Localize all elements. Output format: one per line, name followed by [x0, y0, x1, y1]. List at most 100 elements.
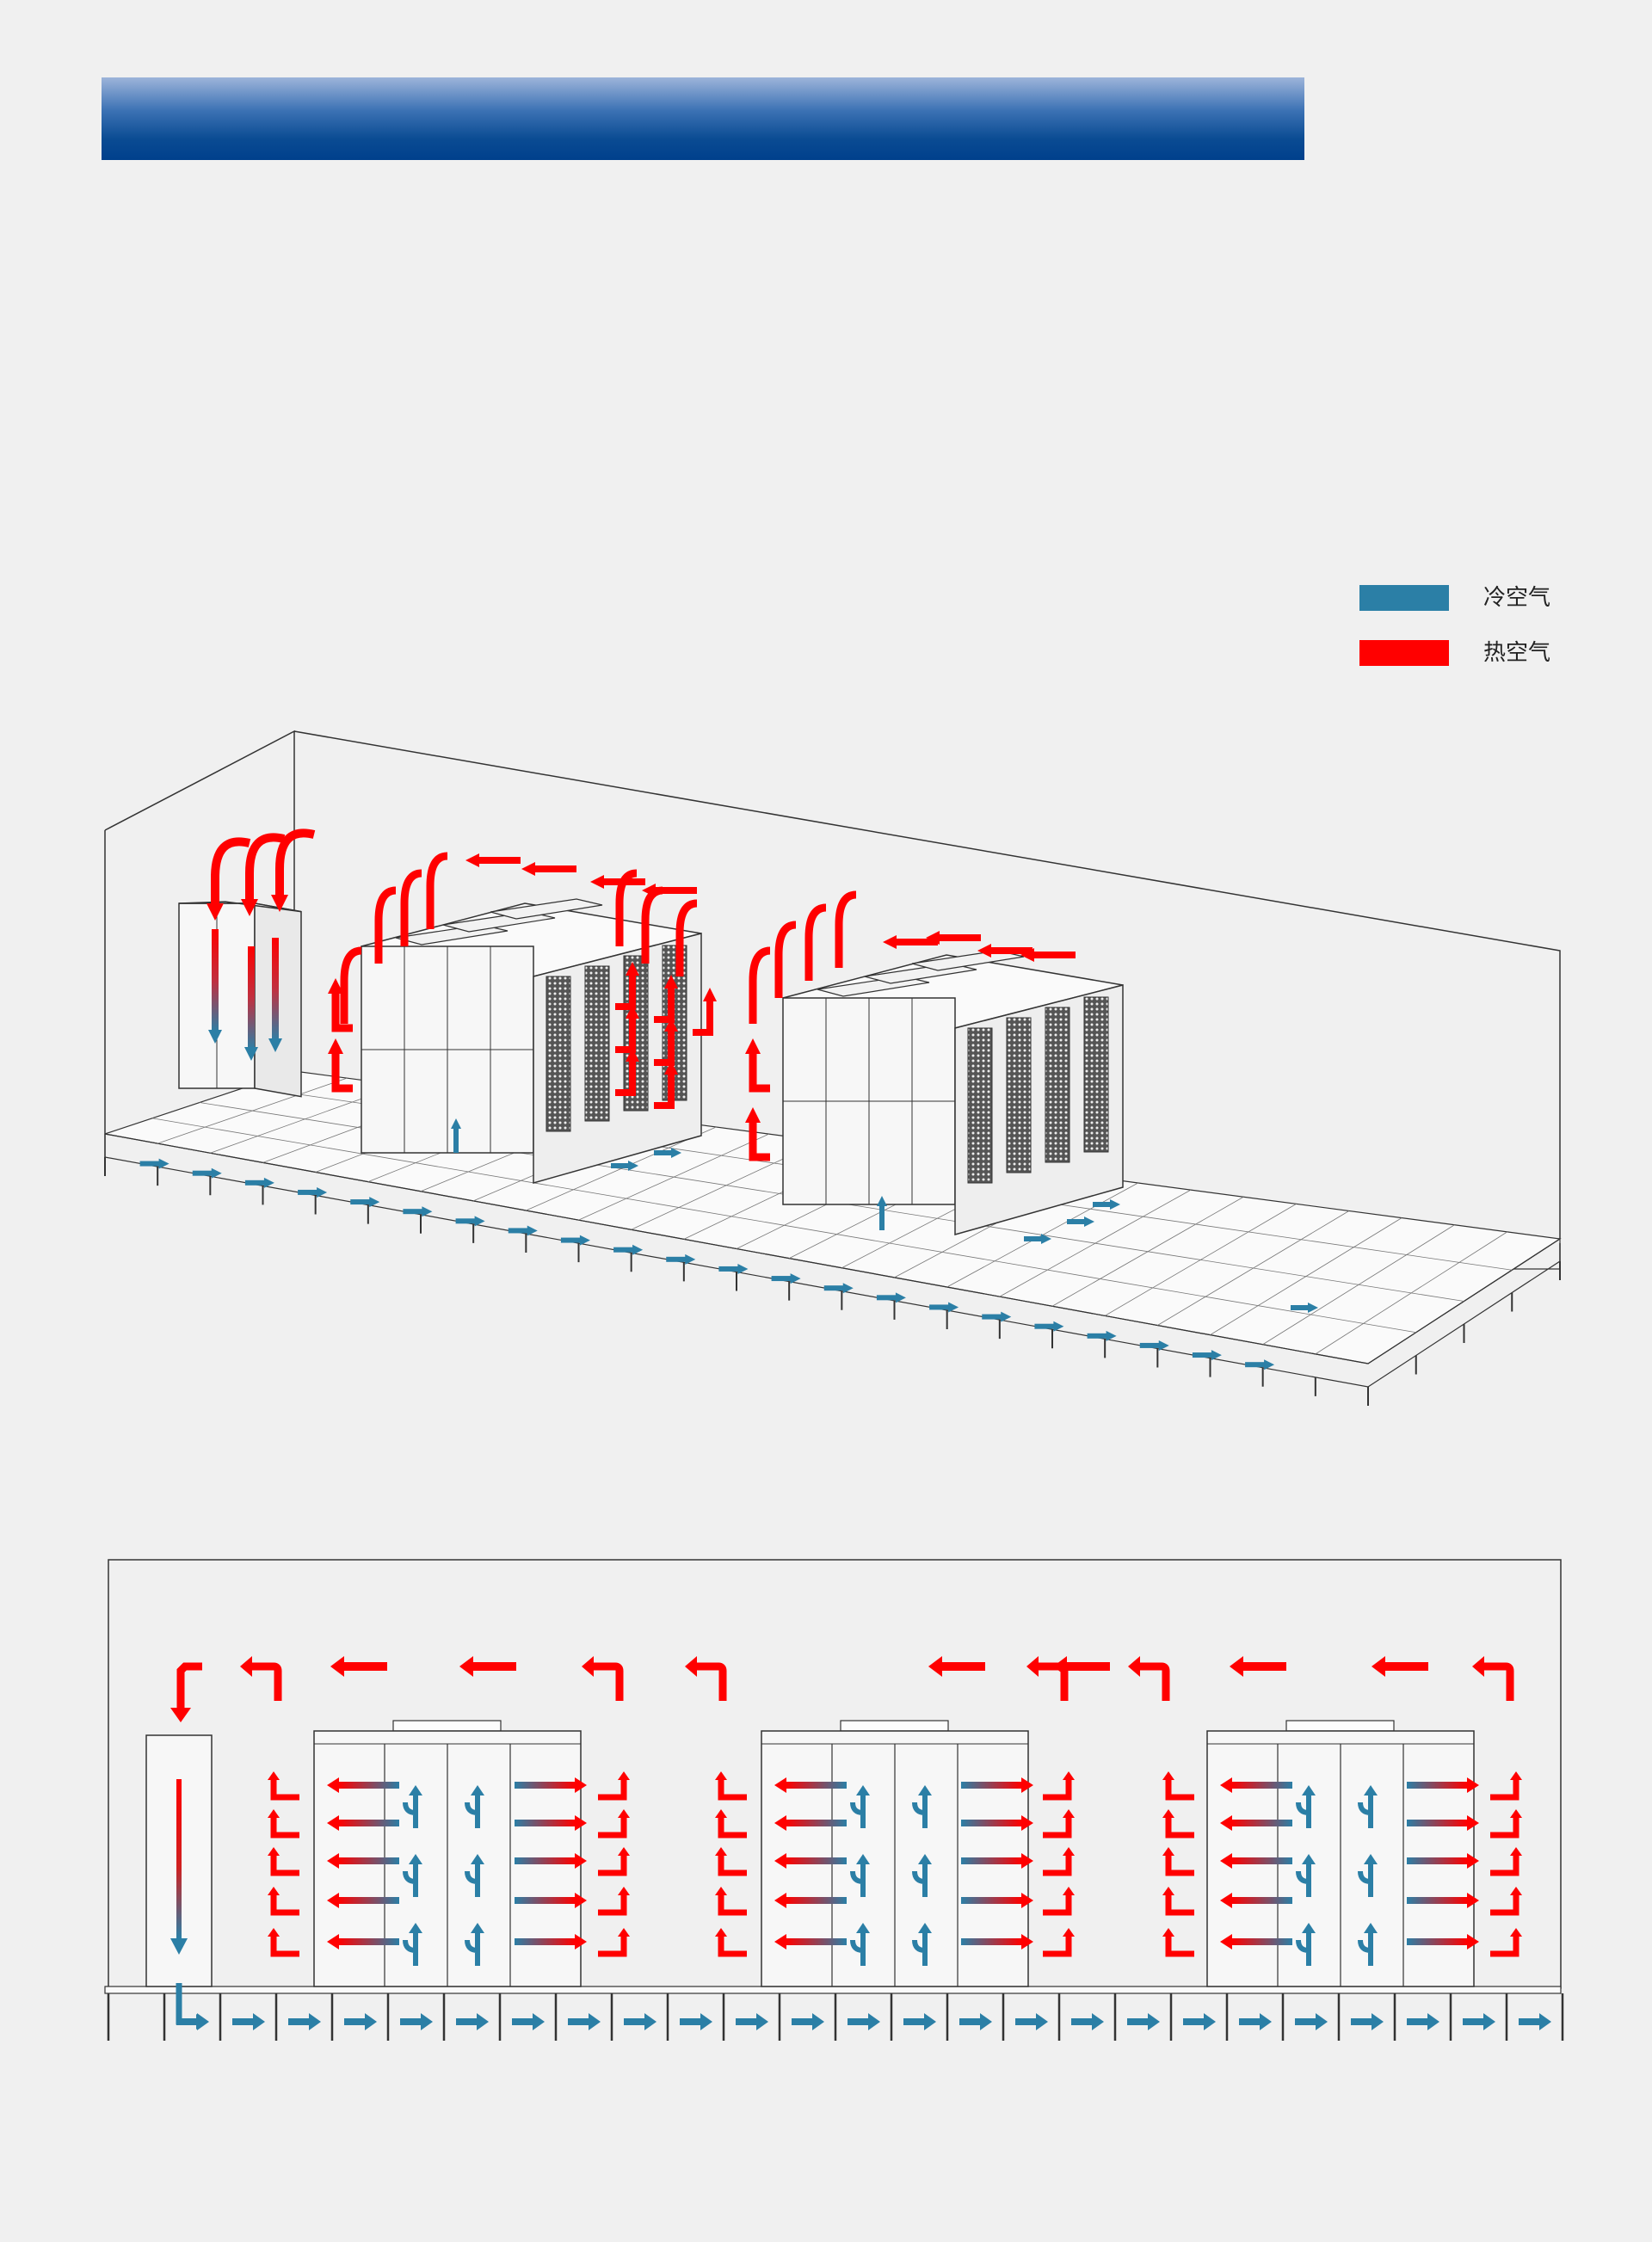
airflow-arrow [403, 1794, 418, 1828]
arrow-head [1211, 1350, 1222, 1361]
arrow-head [327, 1853, 339, 1869]
arrow-head [1162, 1809, 1174, 1818]
airflow-arrow [1232, 1820, 1292, 1826]
airflow-arrow [1043, 1854, 1072, 1876]
arrow-head [980, 2013, 992, 2030]
arrow-head [1220, 1934, 1232, 1949]
airflow-arrow [1358, 1931, 1373, 1966]
arrow-head [632, 1244, 644, 1255]
arrow-head [197, 2013, 209, 2030]
arrow-head [1020, 948, 1034, 962]
arrow-head [774, 1815, 786, 1831]
airflow-arrow [176, 1779, 182, 1938]
arrow-head [328, 1038, 343, 1054]
arrow-head [409, 1785, 422, 1795]
arrow-head [1510, 1809, 1522, 1818]
arrow-head [1510, 1771, 1522, 1780]
arrow-head [1148, 2013, 1160, 2030]
arrow-head [271, 895, 288, 912]
airflow-arrow [403, 1931, 418, 1966]
airflow-arrow [456, 2018, 477, 2025]
arrow-head [1021, 1893, 1033, 1908]
airflow-arrow [1015, 2018, 1036, 2025]
airflow-arrow [1295, 2018, 1316, 2025]
airflow-arrow [615, 1058, 636, 1096]
airflow-arrow [786, 1782, 847, 1789]
airflow-arrow [1165, 1935, 1194, 1957]
airflow-arrow [1140, 1662, 1170, 1701]
airflow-arrow [344, 1662, 387, 1671]
arrow-head [1084, 1216, 1094, 1227]
air-conditioner [145, 1734, 213, 1987]
airflow-arrow [478, 857, 521, 864]
arrow-head [618, 1809, 630, 1818]
perspective-airflow-diagram [104, 730, 1562, 1406]
airflow-arrow [1239, 2018, 1260, 2025]
airflow-arrow [453, 1127, 459, 1153]
airflow-arrow [331, 989, 353, 1032]
airflow-arrow [339, 1938, 399, 1945]
arrow-head [1467, 1815, 1479, 1831]
arrow-head [618, 1771, 630, 1780]
airflow-arrow [232, 2018, 253, 2025]
airflow-arrow [1296, 1794, 1311, 1828]
arrow-head [369, 1197, 380, 1208]
airflow-arrow [508, 1228, 529, 1234]
arrow-head [1264, 1359, 1275, 1370]
airflow-arrow [598, 1935, 627, 1957]
airflow-arrow [850, 1931, 866, 1966]
arrow-head [618, 1847, 630, 1856]
airflow-arrow [1407, 1782, 1467, 1789]
arrow-head [1053, 1321, 1064, 1332]
airflow-arrow [533, 865, 576, 872]
cold-air-swatch [1359, 585, 1449, 611]
arrow-head [1026, 1656, 1039, 1677]
arrow-head [208, 1030, 222, 1044]
airflow-arrow [1034, 1323, 1056, 1329]
arrow-head [868, 2013, 880, 2030]
airflow-arrow [1407, 1897, 1467, 1904]
header-title-bar [102, 77, 1304, 160]
airflow-arrow [1490, 1935, 1519, 1957]
arrow-head [1063, 1887, 1075, 1895]
arrow-head [471, 1923, 484, 1933]
airflow-arrow [938, 934, 981, 941]
arrow-head [926, 931, 940, 945]
arrow-head [582, 1656, 594, 1677]
arrow-head [240, 1656, 252, 1677]
airflow-arrow [568, 2018, 589, 2025]
arrow-head [268, 1809, 280, 1818]
arrow-head [1510, 1887, 1522, 1895]
airflow-arrow [1043, 1778, 1072, 1801]
arrow-head [575, 1934, 587, 1949]
airflow-arrow [212, 929, 219, 1032]
airflow-arrow [1358, 1794, 1373, 1828]
airflow-arrow [139, 1161, 161, 1167]
arrow-head [268, 1887, 280, 1895]
airflow-arrow [1490, 1778, 1519, 1801]
airflow-arrow [248, 946, 255, 1050]
airflow-arrow [1165, 1816, 1194, 1839]
arrow-head [1162, 1928, 1174, 1937]
arrow-head [1220, 1853, 1232, 1869]
airflow-arrow [560, 1237, 582, 1243]
arrow-head [1467, 1934, 1479, 1949]
arrow-head [317, 1186, 328, 1198]
arrow-head [170, 1938, 188, 1955]
airflow-arrow [1232, 1897, 1292, 1904]
airflow-arrow [879, 1204, 885, 1230]
airflow-arrow [515, 1857, 575, 1864]
airflow-arrow [252, 1662, 282, 1701]
arrow-head [1260, 2013, 1272, 2030]
arrow-head [1539, 2013, 1551, 2030]
arrow-head [685, 1656, 697, 1677]
airflow-arrow [1407, 1938, 1467, 1945]
airflow-arrow [400, 869, 422, 946]
arrow-head [1106, 1330, 1117, 1341]
arrow-head [1162, 1887, 1174, 1895]
arrow-head [465, 853, 479, 867]
airflow-arrow [598, 1854, 627, 1876]
arrow-head [422, 1206, 433, 1217]
rack-cabinet-right [782, 950, 1124, 1235]
airflow-arrow [1490, 1894, 1519, 1916]
